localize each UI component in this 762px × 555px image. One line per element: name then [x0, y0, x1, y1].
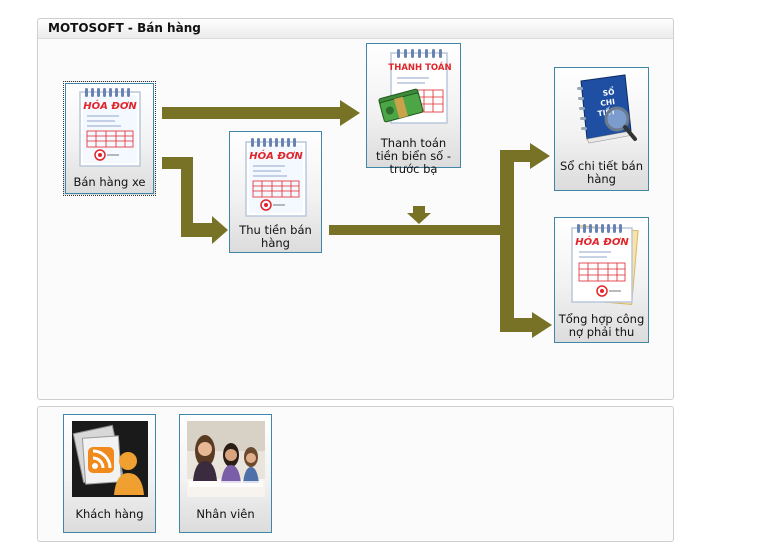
thu-tien-ban-hang-tile[interactable]: HÓA ĐƠN Thu tiền bán hàng	[229, 131, 322, 253]
customer-rss-icon	[72, 421, 148, 497]
so-chi-tiet-ban-hang-label: Sổ chi tiết bán hàng	[559, 159, 644, 186]
ban-hang-xe-tile[interactable]: HÓA ĐƠN Bán hàng xe	[63, 81, 156, 196]
invoice-icon-text: HÓA ĐƠN	[575, 235, 629, 248]
invoice-icon: HÓA ĐƠN	[75, 87, 145, 169]
invoice-icon-text: HÓA ĐƠN	[83, 99, 137, 112]
nhan-vien-label: Nhân viên	[196, 507, 255, 521]
thu-tien-ban-hang-label: Thu tiền bán hàng	[239, 223, 312, 250]
invoice-icon: HÓA ĐƠN	[241, 137, 311, 219]
thanh-toan-label: Thanh toán tiền biển số - trước bạ	[375, 136, 452, 176]
tong-hop-cong-no-tile[interactable]: HÓA ĐƠN Tổng hợp công nợ phải thu	[554, 217, 649, 343]
khach-hang-label: Khách hàng	[75, 507, 144, 521]
panel-title: MOTOSOFT - Bán hàng	[38, 19, 673, 39]
ledger-icon-text-2: CHI	[600, 97, 616, 108]
tong-hop-cong-no-label: Tổng hợp công nợ phải thu	[558, 312, 645, 339]
nhan-vien-tile[interactable]: Nhân viên	[179, 414, 272, 533]
ledger-icon-text-1: SỔ	[602, 86, 615, 98]
khach-hang-tile[interactable]: Khách hàng	[63, 414, 156, 533]
ban-hang-xe-label: Bán hàng xe	[73, 175, 146, 189]
payment-icon: THANH TOÁN	[377, 48, 451, 130]
staff-photo-icon	[187, 421, 265, 497]
invoice-icon: HÓA ĐƠN	[565, 223, 639, 305]
thanh-toan-tile[interactable]: THANH TOÁN Thanh toán tiền biển số - trư…	[366, 43, 461, 176]
so-chi-tiet-ban-hang-tile[interactable]: SỔ CHI TIẾT Sổ chi tiết bán hàng	[554, 67, 649, 191]
ledger-book-icon: SỔ CHI TIẾT	[567, 73, 639, 155]
invoice-icon-text: HÓA ĐƠN	[249, 149, 303, 162]
payment-icon-text: THANH TOÁN	[388, 61, 451, 73]
